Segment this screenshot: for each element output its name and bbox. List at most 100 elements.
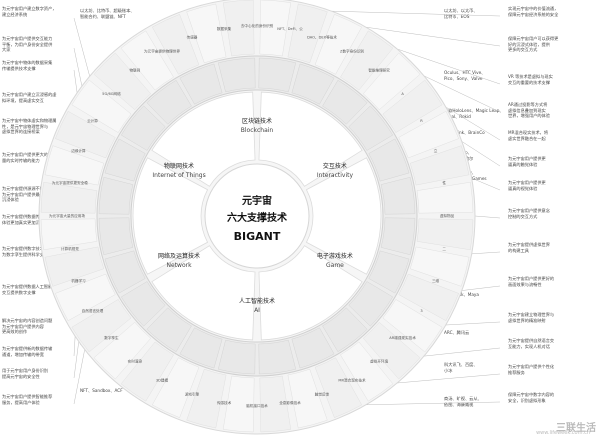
outer-ring-segment — [382, 299, 443, 353]
annotation-line: 以太坊、比特币、超级账本、 — [80, 8, 135, 13]
annotation-line: 服务，提高用户体验 — [2, 399, 40, 405]
annotation-note: 为元宇宙提供虚拟世界的构建工具 — [508, 242, 596, 253]
middle-band-segment — [348, 105, 394, 151]
outer-ring-segment — [409, 145, 470, 186]
ring-label: 虚拟开环境 — [370, 359, 388, 364]
annotation-line: Neuralink、BrainCo — [444, 130, 485, 135]
annotation-line: 为元宇宙用户提供更好的 — [508, 276, 555, 281]
annotation-note: Autodesk、Maya — [444, 292, 502, 298]
outer-ring-segment — [44, 246, 105, 287]
middle-band-segment — [217, 57, 256, 93]
outer-ring-segment — [362, 321, 421, 380]
middle-band-segment — [322, 307, 368, 353]
outer-ring-segment — [314, 14, 363, 75]
annotation-line: 平衡，为用户身份安全提供 — [2, 41, 53, 47]
annotation-line: Oculus、HTC Vive、 — [444, 70, 486, 75]
annotation-line: 小冰 — [444, 367, 453, 373]
annotation-line: 为元宇宙用户提供交互能力 — [2, 36, 53, 41]
middle-band-segment — [179, 327, 223, 369]
ring-label: 传感器 — [187, 34, 198, 39]
annotation-line: 保障元宇宙经济系统的安全 — [508, 11, 559, 17]
annotation-line: 为元宇宙中物体的数据采集 — [2, 60, 53, 65]
middle-band-segment — [98, 217, 134, 256]
annotation-line: 为元宇宙提供虚拟世界 — [508, 242, 550, 247]
annotation-note: 为元宇宙用户提供智能推荐服务，提高用户体验 — [2, 394, 74, 405]
annotation-note: 为元宇宙用户提供更大的数据量的实时传输的能力 — [2, 152, 74, 163]
connector-line — [445, 321, 501, 326]
annotation-line: 依图、海康威视 — [444, 401, 474, 407]
outer-ring-segment — [93, 52, 152, 111]
connector-line — [461, 285, 501, 291]
annotation-line: 推荐服务 — [508, 369, 525, 375]
annotation-line: AR通过投影等方式将 — [508, 102, 548, 107]
annotation-line: 虚拟信息叠加到现实 — [508, 107, 546, 113]
connector-line — [461, 141, 501, 167]
annotation-line: 保障元宇宙用户可以获得更 — [508, 36, 559, 41]
middle-band-segment — [98, 176, 134, 215]
technology-english-name: Interactivity — [317, 172, 354, 179]
annotation-line: 为元宇宙用户提供内容 — [2, 323, 44, 329]
middle-band-segment — [217, 339, 256, 375]
ring-label: AR增强现实技术 — [389, 335, 416, 340]
annotation-line: 为元宇宙用户提供更 — [508, 180, 546, 185]
annotation-line: 沉浸体验 — [2, 197, 19, 203]
ring-label: 云计算 — [87, 118, 98, 123]
annotation-note: 为元宇宙提供新的数据传输通道，增加传输的带宽 — [2, 346, 74, 357]
annotation-line: 拟环境，提高虚实交互 — [2, 97, 44, 103]
middle-band-segment — [368, 250, 410, 294]
annotation-line: 更多的交互方式 — [508, 47, 538, 53]
annotation-line: 交互提供数字支撑 — [2, 289, 36, 295]
annotation-note: 为元宇宙中物体虚实和物理属性，是元宇宙物理世界与虚拟世界的连接桥梁 — [2, 118, 74, 135]
annotation-line: 控制的交互方式 — [508, 213, 538, 219]
annotation-note: NFT、Sandbox、ACF — [80, 388, 140, 394]
middle-band-segment — [104, 138, 146, 182]
annotation-line: 交互的重要的技术支撑 — [508, 79, 550, 85]
outer-ring-segment — [222, 375, 255, 433]
middle-band-segment — [258, 339, 297, 375]
technology-sector — [305, 157, 382, 275]
annotation-line: 为元宇宙用户提供智能推荐 — [2, 394, 53, 399]
annotation-note: 解决元宇宙的内容创造问题为元宇宙用户提供内容更高效的创作 — [2, 318, 74, 335]
annotation-line: 为元宇宙建立物理世界与 — [508, 312, 555, 317]
middle-band-segment — [380, 217, 416, 256]
annotation-note: 为元宇宙用户提供意念控制的交互方式 — [508, 208, 596, 219]
center-subtitle: 六大支撑技术 — [227, 211, 287, 224]
annotation-line: VR 等技术是虚拟与现实 — [508, 74, 553, 79]
annotation-line: 为元宇宙用户建立数字资产， — [2, 6, 57, 11]
annotation-line: 通道，增加传输的带宽 — [2, 351, 44, 357]
ring-label: A — [401, 92, 404, 96]
outer-ring-segment — [222, 0, 255, 57]
connector-line — [365, 401, 501, 406]
annotation-note: 为元宇宙用户建立数字资产，建立经济系统 — [2, 6, 74, 17]
annotation-line: 画面效果与流畅性 — [508, 281, 542, 287]
annotation-note: 为元宇宙用户建立沉浸感的虚拟环境，提高虚实交互 — [2, 92, 74, 103]
ring-label: 数据采集 — [217, 26, 232, 31]
ring-label: 机器学习 — [71, 278, 86, 283]
outer-ring-segment — [71, 79, 132, 133]
annotation-line: 传输提供技术支撑 — [2, 65, 36, 71]
connector-line — [471, 177, 501, 191]
ring-label: R — [420, 119, 423, 123]
middle-band-segment — [291, 63, 335, 105]
annotation-line: 比特币、EOS — [444, 13, 470, 19]
outer-ring-segment — [362, 52, 421, 111]
technology-sector — [151, 91, 256, 187]
ring-label: 立 — [434, 148, 438, 153]
annotation-note: 商汤、旷视、云从、依图、海康威视 — [444, 396, 502, 407]
outer-ring-segment — [93, 321, 152, 380]
annotation-line: 提高元宇宙的安全性 — [2, 373, 40, 379]
annotation-line: 世界，增强用户的体验 — [508, 113, 550, 119]
annotation-note: 用于元宇宙用户身份识别提高元宇宙的安全性 — [2, 368, 74, 379]
annotation-line: 逼真的触觉体验 — [508, 161, 538, 167]
outer-ring-segment — [398, 273, 459, 322]
ring-label: 实时渲染 — [128, 359, 143, 364]
annotation-note: AR通过投影等方式将虚拟信息叠加到现实世界，增强用户的体验 — [508, 102, 596, 119]
annotation-note: 以太坊、比特币、超级账本、智能合约、联盟链、NFT — [80, 8, 140, 19]
annotation-note: 为元宇宙用户提供交互能力平衡，为用户身份安全提供大家 — [2, 36, 74, 53]
annotation-note: 为元宇宙用户提供更好的画面效果与流畅性 — [508, 276, 596, 287]
ring-label: DAO、DEX等技术 — [307, 34, 337, 39]
annotation-note: 科大讯飞、百度、小冰 — [444, 362, 502, 373]
annotation-line: 为元宇宙用户提供更大的数据 — [2, 152, 57, 157]
connector-line — [423, 75, 501, 113]
ring-label: 物联网 — [129, 67, 140, 72]
